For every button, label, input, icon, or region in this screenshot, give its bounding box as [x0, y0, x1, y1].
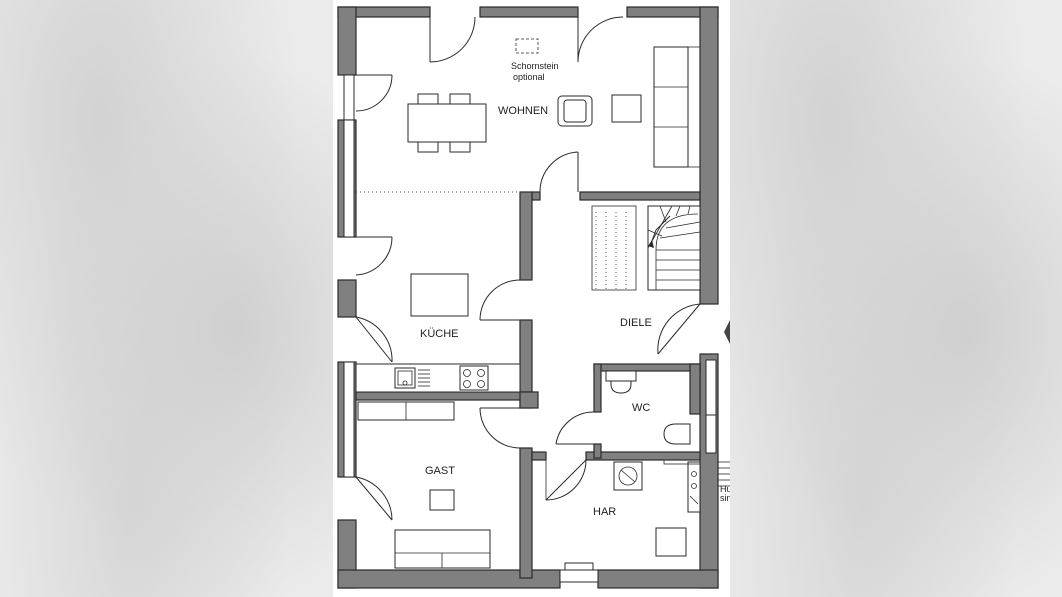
interior-wall-stub: [531, 191, 541, 201]
window-left-1: [343, 74, 355, 121]
window-right-wc: [705, 359, 717, 416]
interior-wall-stair-top: [579, 191, 701, 201]
chimney-sublabel: optional: [513, 72, 545, 82]
window-right-wc-2: [705, 414, 717, 454]
floor-plan-drawing: WOHNEN Schornstein optional KÜCHE DIELE …: [337, 6, 730, 589]
interior-wall-wc-top: [593, 363, 701, 372]
interior-wall-corner: [519, 391, 539, 409]
edge-text-fragment-2: sin: [720, 493, 730, 503]
interior-wall-har-top: [585, 451, 701, 461]
edge-text-fragment-1: Hu: [720, 484, 730, 494]
interior-wall-gast-right: [519, 447, 533, 579]
blurred-background-left: [0, 0, 333, 597]
dining-table: [407, 93, 487, 153]
interior-wall-wc-right: [689, 363, 701, 415]
blurred-background-right: [730, 0, 1062, 597]
outer-wall-bottom-right: [597, 569, 719, 589]
wardrobe: [357, 401, 455, 421]
room-label-har: HAR: [593, 506, 616, 518]
sofa: [653, 46, 700, 168]
outer-wall-right-1: [699, 6, 719, 305]
chimney-symbol: [515, 38, 539, 54]
room-label-diele: DIELE: [620, 317, 652, 329]
technical-panel: [663, 459, 701, 513]
interior-wall-har-top-left: [531, 451, 547, 461]
outer-wall-top-middle: [479, 6, 579, 18]
interior-wall-wc-left: [593, 363, 602, 413]
window-bottom-har: [559, 569, 599, 583]
toilet: [605, 370, 637, 394]
guest-sofa: [394, 529, 491, 569]
interior-wall-kitchen-1: [519, 191, 533, 281]
kitchen-counter: [355, 363, 521, 393]
floor-plan-image: WOHNEN Schornstein optional KÜCHE DIELE …: [333, 0, 730, 597]
armchair: [557, 95, 593, 127]
interior-wall-wc-left-2: [593, 443, 602, 459]
chimney-label: Schornstein: [511, 61, 559, 71]
boiler: [613, 461, 643, 491]
entrance-arrow: [724, 320, 730, 344]
room-label-wc: WC: [632, 402, 650, 414]
window-left-2: [343, 119, 355, 238]
outer-wall-left-3: [337, 279, 357, 318]
room-label-wohnen: WOHNEN: [498, 105, 548, 117]
window-left-3: [343, 361, 355, 478]
outer-wall-left-1: [337, 6, 357, 76]
room-label-kueche: KÜCHE: [420, 328, 459, 340]
interior-wall-kitchen-bottom: [355, 391, 535, 401]
window-sill-bottom: [564, 562, 594, 571]
kitchen-island: [410, 273, 469, 317]
guest-side-table: [429, 489, 455, 511]
staircase: [591, 205, 701, 291]
wc-sink: [663, 423, 691, 445]
side-table: [611, 94, 642, 123]
washing-machine: [655, 527, 687, 557]
room-label-gast: GAST: [425, 465, 455, 477]
